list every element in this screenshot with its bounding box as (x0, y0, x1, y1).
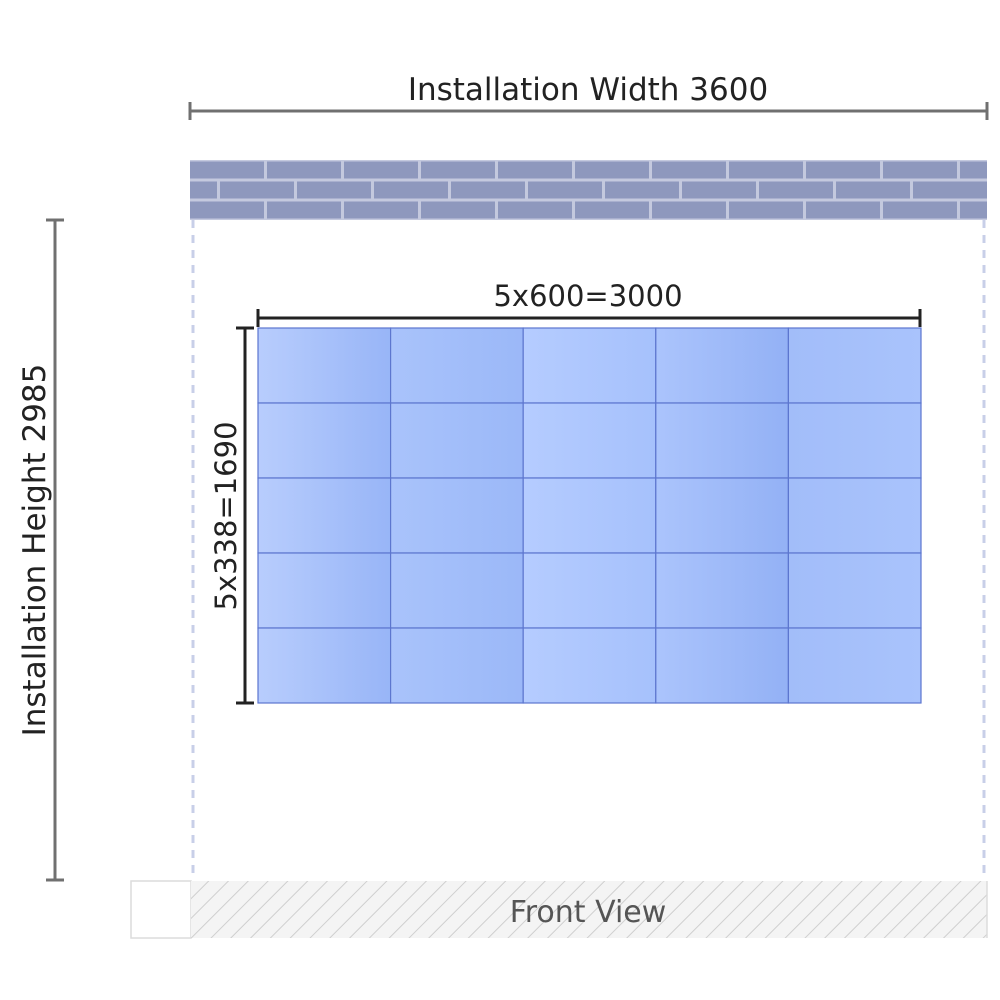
brick (913, 181, 987, 199)
screen-height-dimension: 5x338=1690 (209, 326, 254, 705)
screen-panel (390, 402, 524, 479)
brick (220, 181, 294, 199)
screen-panel (655, 402, 789, 479)
screen-panel (787, 627, 922, 704)
front-view-label: Front View (510, 895, 667, 930)
brick (883, 161, 957, 179)
floor: Front View (130, 880, 988, 939)
brick (190, 201, 264, 219)
screen-panel (257, 627, 392, 704)
brick (836, 181, 910, 199)
screen-panel (655, 627, 789, 704)
installation-width-dimension: Installation Width 3600 (188, 72, 989, 120)
screen-panel (257, 552, 392, 629)
brick (729, 161, 803, 179)
floor-hatch (191, 881, 987, 938)
brick (806, 161, 880, 179)
brick (528, 181, 602, 199)
brick (575, 161, 649, 179)
brick (652, 201, 726, 219)
screen-panel (787, 477, 922, 554)
brick (297, 181, 371, 199)
screen-width-dimension: 5x600=3000 (256, 279, 922, 327)
screen-panel (787, 402, 922, 479)
brick (960, 161, 987, 179)
brick (806, 201, 880, 219)
screen-panel (390, 327, 524, 404)
screen-width-label: 5x600=3000 (493, 279, 682, 313)
screen-height-label: 5x338=1690 (209, 421, 243, 610)
brick (682, 181, 756, 199)
screen-panel (655, 477, 789, 554)
brick (883, 201, 957, 219)
brick (421, 201, 495, 219)
brick (374, 181, 448, 199)
screen-panel (522, 477, 657, 554)
screen-panel (257, 402, 392, 479)
brick (267, 161, 341, 179)
brick (652, 161, 726, 179)
video-wall (257, 327, 922, 704)
installation-height-dimension: Installation Height 2985 (17, 218, 64, 882)
floor-left-block (130, 880, 192, 939)
brick (498, 201, 572, 219)
screen-panel (390, 627, 524, 704)
screen-panel (787, 327, 922, 404)
brick (421, 161, 495, 179)
brick (267, 201, 341, 219)
screen-panel (390, 477, 524, 554)
brick (190, 161, 264, 179)
brick (344, 201, 418, 219)
brick (960, 201, 987, 219)
screen-panel (522, 327, 657, 404)
brick (451, 181, 525, 199)
screen-panel (257, 327, 392, 404)
brick (190, 181, 217, 199)
installation-height-label: Installation Height 2985 (17, 364, 53, 737)
installation-width-label: Installation Width 3600 (408, 72, 768, 108)
brick (759, 181, 833, 199)
screen-panel (787, 552, 922, 629)
screen-panel (522, 627, 657, 704)
screen-panel (390, 552, 524, 629)
brick (344, 161, 418, 179)
screen-panel (655, 327, 789, 404)
brick (575, 201, 649, 219)
screen-panel (257, 477, 392, 554)
screen-panel (522, 402, 657, 479)
brick-wall (190, 160, 987, 220)
screen-panel (522, 552, 657, 629)
brick (605, 181, 679, 199)
screen-panel (655, 552, 789, 629)
brick (729, 201, 803, 219)
brick (498, 161, 572, 179)
